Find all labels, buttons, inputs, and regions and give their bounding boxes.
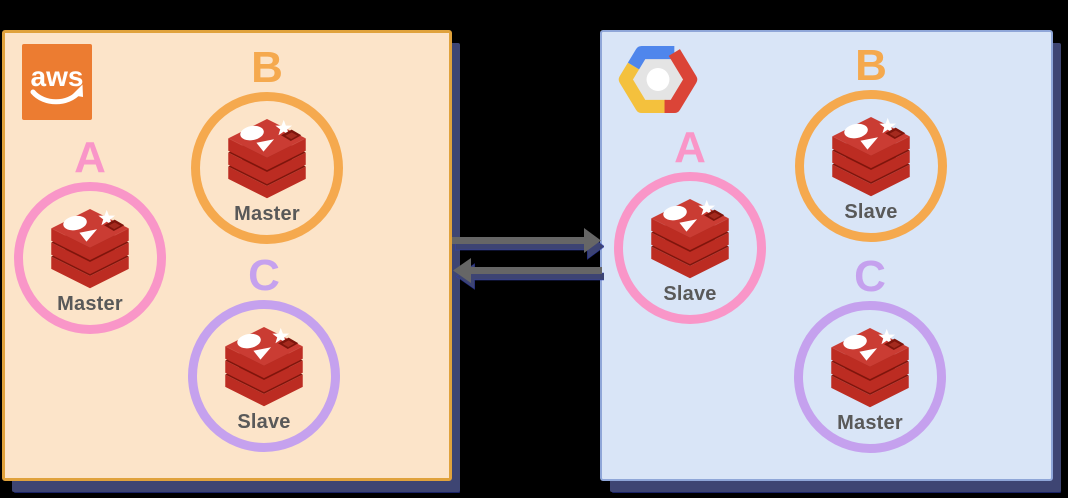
node-role-label: Slave [663,283,717,305]
redis-database-icon [51,209,129,289]
redis-database-icon [225,327,303,407]
node-letter: A [74,133,106,182]
aws-logo-text: aws [31,61,84,92]
aws-logo-icon: aws [22,44,92,120]
aws-node-b: B Master [191,44,343,244]
aws-node-a: A Master [14,134,166,334]
node-circle: Master [794,301,946,453]
node-circle: Slave [614,172,766,324]
node-circle: Master [14,182,166,334]
node-role-label: Master [234,203,300,225]
redis-database-icon [831,328,909,408]
aws-node-c: C Slave [188,252,340,452]
node-role-label: Slave [237,411,291,433]
redis-database-icon [832,117,910,197]
node-role-label: Master [57,293,123,315]
gcp-node-b: B Slave [795,42,947,242]
node-letter: A [674,123,706,172]
replication-arrows [452,228,604,290]
google-cloud-logo-icon [617,46,699,113]
node-letter: B [855,41,887,90]
gcp-node-a: A Slave [614,124,766,324]
node-letter: C [248,251,280,300]
gcp-node-c: C Master [794,253,946,453]
node-role-label: Slave [844,201,898,223]
node-circle: Slave [795,90,947,242]
redis-database-icon [228,119,306,199]
arrow-gcp-to-aws [453,258,602,283]
node-circle: Slave [188,300,340,452]
redis-database-icon [651,199,729,279]
arrow-aws-to-gcp [452,228,601,253]
node-letter: B [251,43,283,92]
node-letter: C [854,252,886,301]
node-circle: Master [191,92,343,244]
node-role-label: Master [837,412,903,434]
